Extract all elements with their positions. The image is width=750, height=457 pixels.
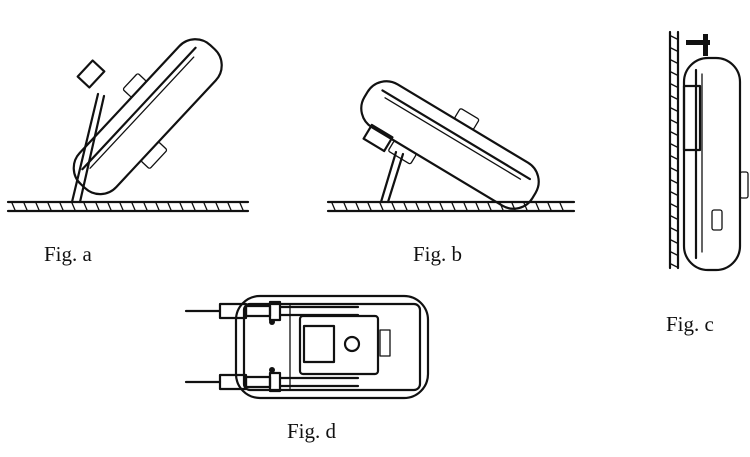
figure-c-hook (686, 34, 710, 56)
figure-d-probe-bottom (184, 367, 360, 393)
figure-b-ground (326, 200, 576, 213)
figure-b-drawing (326, 80, 576, 213)
figure-c-wall (668, 30, 680, 270)
figure-c-drawing (668, 30, 749, 272)
figure-a-stand (70, 59, 106, 204)
figure-a-caption: Fig. a (44, 242, 92, 266)
figure-c-caption: Fig. c (666, 312, 714, 336)
figure-c-meter (682, 56, 749, 272)
figure-d-drawing (184, 294, 430, 400)
figure-d-meter-back (234, 294, 430, 400)
figure-a-drawing (6, 38, 250, 213)
figure-d-caption: Fig. d (287, 419, 337, 443)
figure-a-ground (6, 200, 250, 213)
figure-b-stand (362, 123, 405, 204)
figure-d-probe-top (184, 300, 360, 325)
figure-b-meter (360, 80, 540, 210)
figure-b-caption: Fig. b (413, 242, 463, 266)
